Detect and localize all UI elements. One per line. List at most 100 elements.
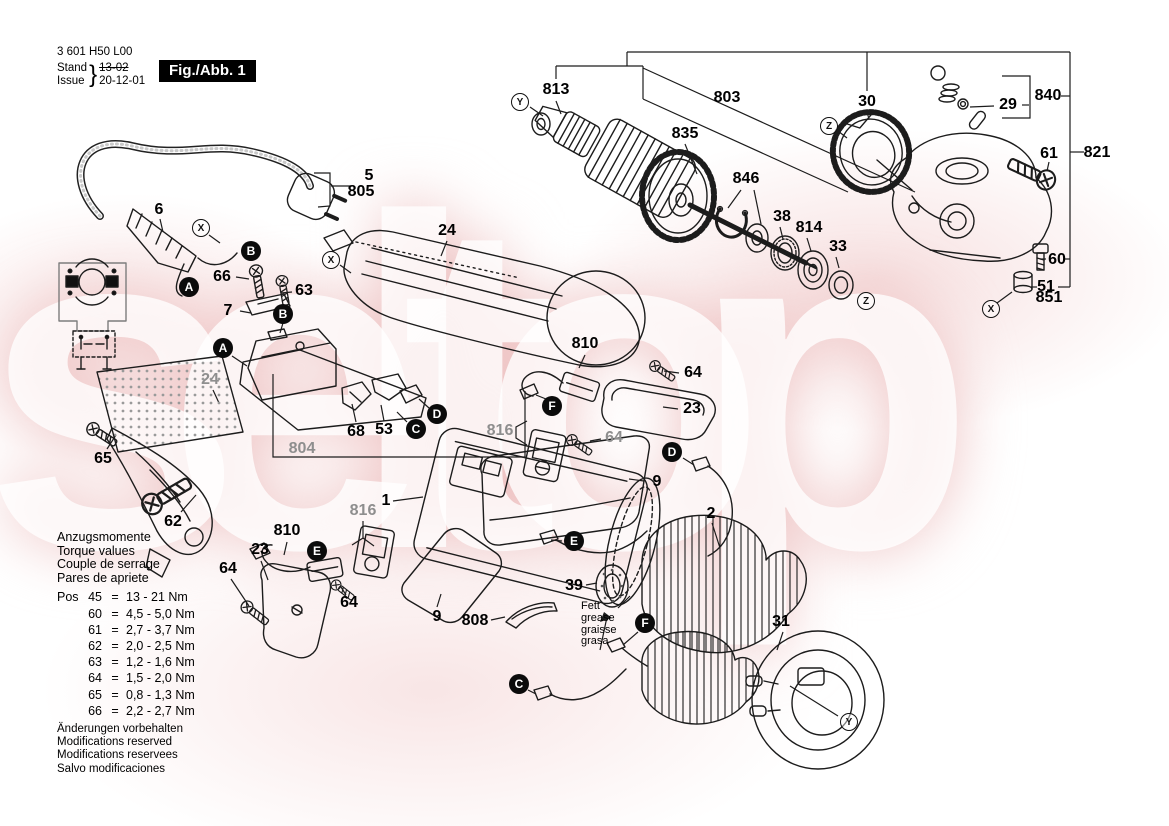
- callout-f: F: [635, 613, 655, 633]
- brace: }: [89, 61, 98, 88]
- part-label-64: 64: [605, 429, 623, 446]
- part-label-1: 1: [381, 492, 391, 509]
- suppressor-top: [519, 371, 601, 402]
- callout-z: Z: [820, 117, 838, 135]
- part-label-29: 29: [999, 96, 1017, 113]
- part-label-808: 808: [461, 612, 489, 629]
- part-label-816: 816: [486, 422, 514, 439]
- footer-line-1: Modifications reserved: [57, 736, 173, 749]
- callout-c: C: [509, 674, 529, 694]
- screw-60: [1032, 243, 1049, 271]
- callout-x: X: [192, 219, 210, 237]
- callout-x: X: [982, 300, 1000, 318]
- part-label-803: 803: [713, 89, 741, 106]
- footer-line-2: Modifications reservees: [57, 749, 178, 762]
- callout-b: B: [273, 304, 293, 324]
- bearing-flange: [745, 630, 885, 770]
- part-label-38: 38: [773, 208, 791, 225]
- part-label-810: 810: [273, 522, 301, 539]
- wiring-schematic: [58, 258, 127, 370]
- part-label-60: 60: [1048, 251, 1066, 268]
- part-label-64: 64: [684, 364, 702, 381]
- switch-assembly: [239, 293, 427, 431]
- torque-title-3: Pares de apriete: [57, 570, 149, 585]
- part-label-813: 813: [542, 81, 570, 98]
- type-number: 3 601 H50 L00: [57, 46, 133, 58]
- part-label-65: 65: [94, 450, 112, 467]
- part-label-2: 2: [706, 505, 716, 522]
- part-label-64: 64: [340, 594, 358, 611]
- footer-line-0: Änderungen vorbehalten: [57, 723, 183, 735]
- callout-a: A: [179, 277, 199, 297]
- part-label-851: 851: [1035, 289, 1063, 306]
- brush-cover-left: [260, 563, 332, 659]
- bushing-51: [1013, 270, 1033, 294]
- callout-z: Z: [857, 292, 875, 310]
- torque-title-1: Torque values: [57, 543, 135, 558]
- brush-holder-right: [522, 429, 567, 483]
- cover-plate-9-right: [480, 435, 651, 546]
- callout-a: A: [213, 338, 233, 358]
- part-label-63: 63: [295, 282, 313, 299]
- title-block: 3 601 H50 L00 Stand Issue } 13-02 20-12-…: [57, 46, 145, 90]
- part-label-816: 816: [349, 502, 377, 519]
- callout-d: D: [662, 442, 682, 462]
- torque-row-61: 61=2,7 - 3,7 Nm: [88, 622, 195, 637]
- torque-title-0: Anzugsmomente: [57, 530, 151, 544]
- part-label-33: 33: [829, 238, 847, 255]
- part-label-6: 6: [154, 201, 164, 218]
- torque-row-62: 62=2,0 - 2,5 Nm: [88, 638, 195, 653]
- callout-e: E: [564, 531, 584, 551]
- stand-issue-labels: Stand Issue: [57, 62, 88, 87]
- torque-title-2: Couple de serrage: [57, 557, 160, 572]
- part-label-24: 24: [438, 222, 456, 239]
- part-label-9: 9: [432, 608, 442, 625]
- part-label-7: 7: [223, 302, 233, 319]
- parts-artwork: [58, 65, 1060, 770]
- figure-label: Fig./Abb. 1: [159, 60, 256, 82]
- callout-y: Y: [511, 93, 529, 111]
- grease-line-3: grasa: [581, 635, 609, 648]
- part-label-804: 804: [288, 440, 316, 457]
- callout-b: B: [241, 241, 261, 261]
- stand-issue-values: 13-02 20-12-01: [99, 62, 146, 87]
- torque-row-60: 60=4,5 - 5,0 Nm: [88, 606, 195, 621]
- connector-wires: [533, 456, 733, 701]
- part-label-840: 840: [1034, 87, 1062, 104]
- torque-row-65: 65=0,8 - 1,3 Nm: [88, 687, 195, 702]
- part-label-835: 835: [671, 125, 699, 142]
- part-label-814: 814: [795, 219, 823, 236]
- part-label-24: 24: [201, 371, 219, 388]
- callout-e: E: [307, 541, 327, 561]
- callout-x: X: [322, 251, 340, 269]
- gear-housing: [889, 132, 1053, 262]
- footer-line-3: Salvo modificaciones: [57, 762, 166, 775]
- part-label-805: 805: [347, 183, 375, 200]
- part-label-31: 31: [772, 613, 790, 630]
- callout-y: Y: [840, 713, 858, 731]
- part-label-810: 810: [571, 335, 599, 352]
- part-label-61: 61: [1040, 145, 1058, 162]
- callout-f: F: [542, 396, 562, 416]
- torque-row-63: 63=1,2 - 1,6 Nm: [88, 655, 195, 670]
- part-label-62: 62: [164, 513, 182, 530]
- part-label-23: 23: [683, 400, 701, 417]
- part-label-30: 30: [858, 93, 876, 110]
- part-label-23: 23: [251, 541, 269, 558]
- gasket-808: [505, 601, 558, 629]
- detent-parts: [930, 65, 987, 130]
- part-label-66: 66: [213, 268, 231, 285]
- part-label-64: 64: [219, 560, 237, 577]
- part-label-68: 68: [347, 423, 365, 440]
- torque-row-64: 64=1,5 - 2,0 Nm: [88, 671, 195, 686]
- part-label-846: 846: [732, 170, 760, 187]
- torque-row-66: 66=2,2 - 2,7 Nm: [88, 703, 195, 718]
- grease-line-1: grease: [581, 611, 615, 624]
- callout-c: C: [406, 419, 426, 439]
- callout-d: D: [427, 404, 447, 424]
